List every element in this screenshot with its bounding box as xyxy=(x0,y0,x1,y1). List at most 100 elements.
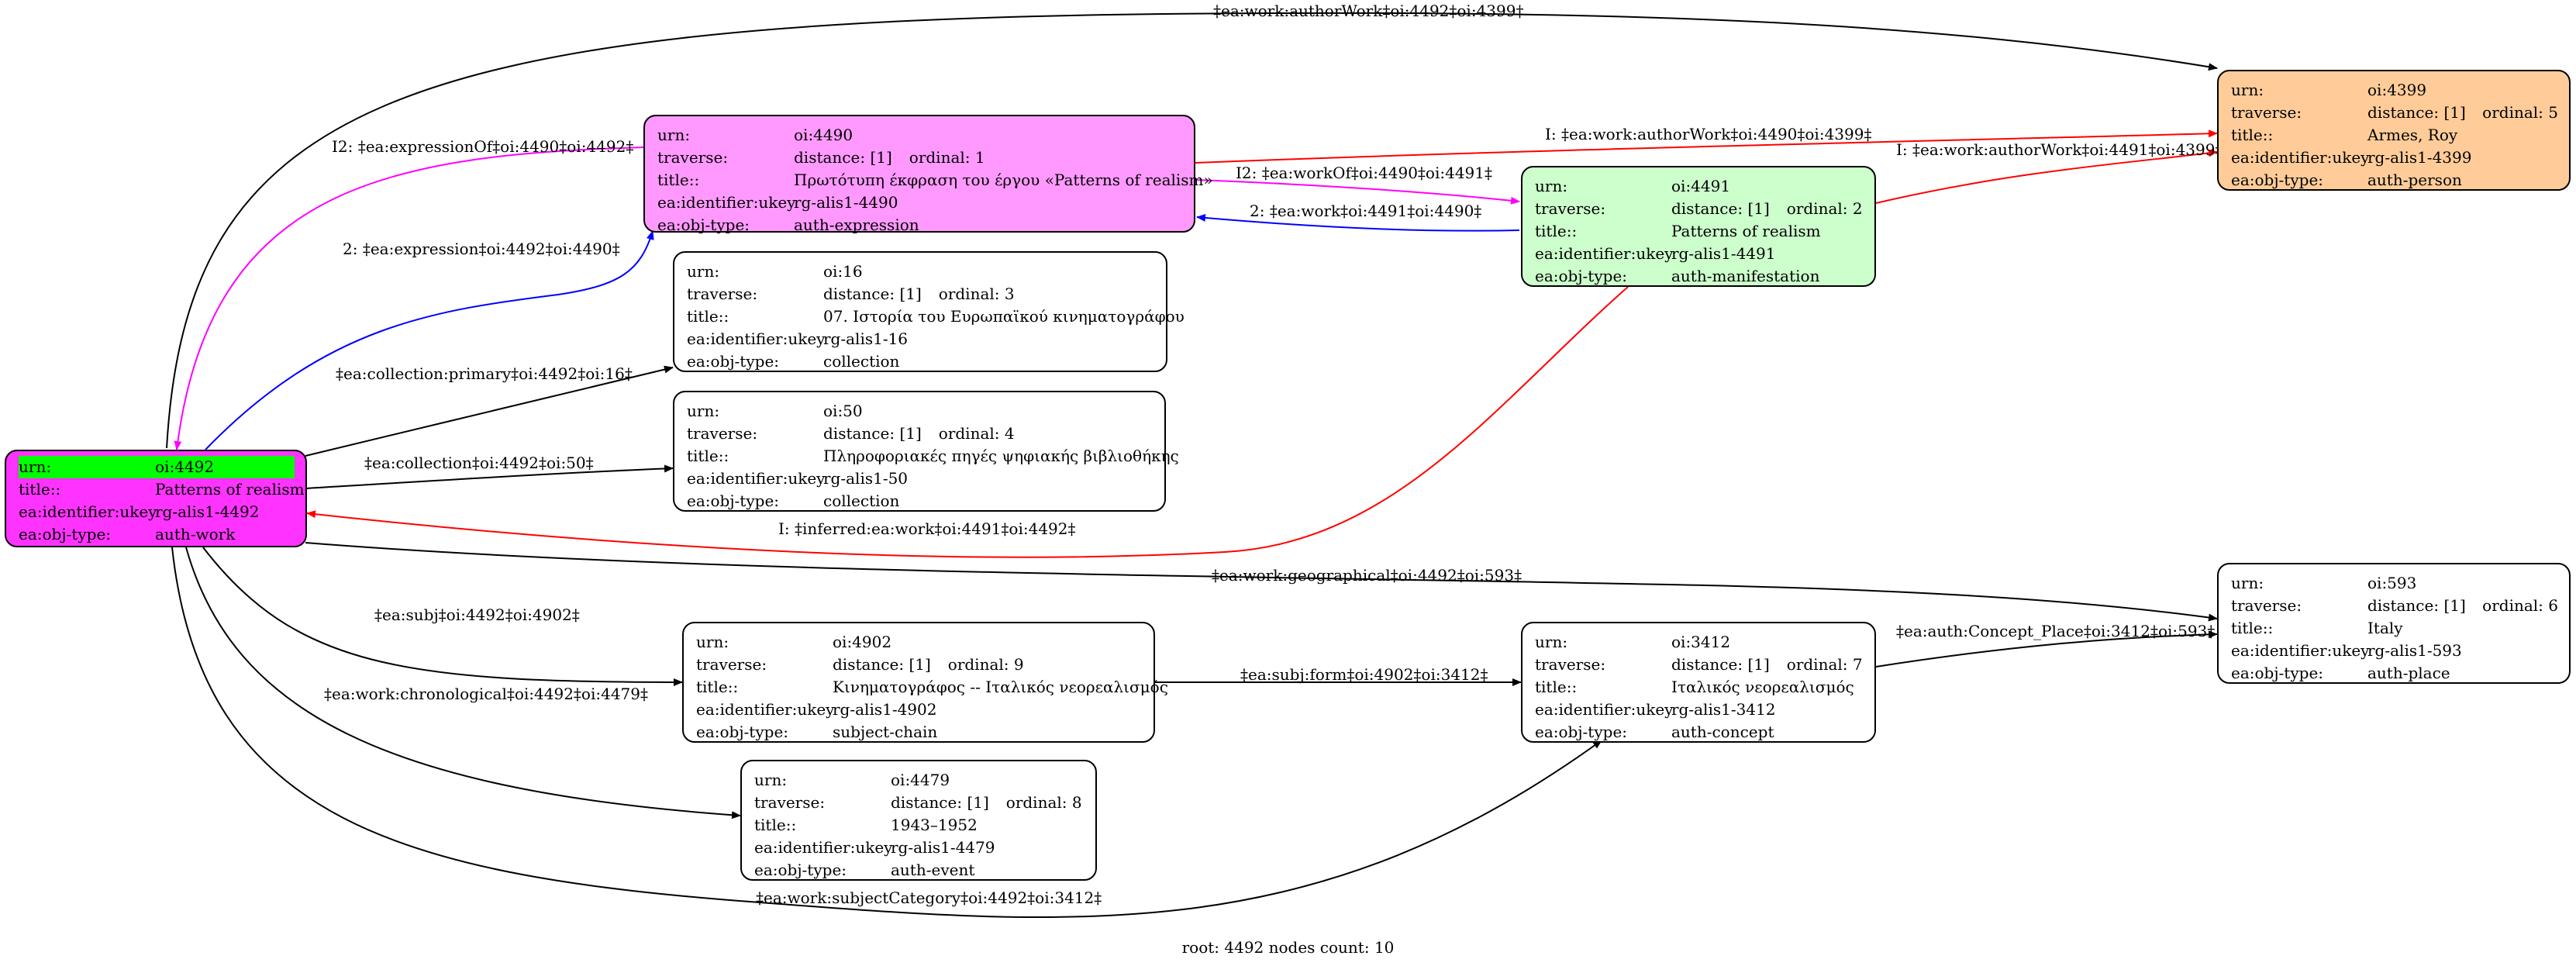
field-objtype-row: ea:obj-type:collection xyxy=(687,350,1155,373)
edge-expression-4492-4490 xyxy=(205,230,654,450)
field-value-distance: distance: [1] xyxy=(1671,199,1770,218)
node-oi-4479[interactable]: urn:oi:4479 traverse:distance: [1]ordina… xyxy=(740,760,1097,881)
field-value-title: Πληροφοριακές πηγές ψηφιακής βιβλιοθήκης xyxy=(823,447,1179,465)
field-label-urn: urn: xyxy=(19,456,155,478)
field-value-ukey: rg-alis1-16 xyxy=(823,329,909,348)
field-title-row: title::Ιταλικός νεορεαλισμός xyxy=(1535,676,1864,699)
field-value-objtype: subject-chain xyxy=(833,723,938,741)
field-traverse-row: traverse:distance: [1]ordinal: 7 xyxy=(1535,654,1864,676)
field-value-title: Ιταλικός νεορεαλισμός xyxy=(1671,678,1854,696)
field-value-objtype: auth-concept xyxy=(1671,723,1774,741)
field-label-urn: urn: xyxy=(687,402,720,420)
field-title-row: title::Κινηματογράφος -- Ιταλικός νεορεα… xyxy=(696,676,1168,699)
field-label-title: title:: xyxy=(19,480,61,499)
field-value-ukey: rg-alis1-4479 xyxy=(891,838,995,857)
field-title-row: title::07. Ιστορία του Ευρωπαϊκού κινημα… xyxy=(687,305,1185,328)
field-label-objtype: ea:obj-type: xyxy=(19,525,112,543)
field-value-ordinal: ordinal: 2 xyxy=(1786,199,1863,218)
field-label-ukey: ea:identifier:ukey xyxy=(687,329,826,348)
field-value-title: Armes, Roy xyxy=(2367,126,2458,144)
field-value-objtype: collection xyxy=(823,352,900,371)
node-oi-4492[interactable]: urn:oi:4492 title::Patterns of realism e… xyxy=(5,450,307,547)
field-label-title: title:: xyxy=(2231,619,2274,637)
field-urn-row: urn: oi:50 xyxy=(687,400,1154,423)
node-oi-4902[interactable]: urn:oi:4902 traverse:distance: [1]ordina… xyxy=(682,622,1168,743)
field-urn-row: urn:oi:4479 xyxy=(754,769,1085,792)
field-value-ukey: rg-alis1-4492 xyxy=(155,502,260,521)
field-value-title: Italy xyxy=(2367,619,2403,637)
field-urn-row: urn: oi:4490 xyxy=(657,124,1183,147)
node-oi-4399[interactable]: urn:oi:4399 traverse:distance: [1]ordina… xyxy=(2217,70,2571,191)
field-value-ordinal: ordinal: 6 xyxy=(2482,596,2558,615)
field-urn-row: urn:oi:4399 xyxy=(2231,79,2558,102)
field-value-ordinal: ordinal: 8 xyxy=(1005,793,1082,812)
field-value-objtype: auth-work xyxy=(155,525,236,543)
edge-authorwork-4492-4399 xyxy=(166,12,2218,449)
field-objtype-row: ea:obj-type:auth-expression xyxy=(657,214,1183,236)
field-value-distance: distance: [1] xyxy=(823,285,922,303)
field-title-row: title::Italy xyxy=(2231,617,2558,640)
field-label-title: title:: xyxy=(1535,222,1578,240)
field-label-urn: urn: xyxy=(696,633,729,651)
field-urn-row: urn:oi:4492 xyxy=(19,456,295,478)
node-oi-4491[interactable]: urn:oi:4491 traverse:distance: [1]ordina… xyxy=(1521,166,1876,287)
field-objtype-row: ea:obj-type:subject-chain xyxy=(696,721,1143,743)
field-label-ukey: ea:identifier:ukey xyxy=(19,502,157,521)
field-value-distance: distance: [1] xyxy=(794,148,892,167)
field-label-traverse: traverse: xyxy=(754,793,826,812)
field-value-distance: distance: [1] xyxy=(1671,655,1770,674)
node-oi-16[interactable]: urn:oi:16 traverse:distance: [1]ordinal:… xyxy=(673,251,1185,373)
edge-authorwork-4490-4399 xyxy=(1195,129,2218,164)
field-label-ukey: ea:identifier:ukey xyxy=(696,700,835,719)
node-oi-4490[interactable]: urn: oi:4490 traverse:distance: [1]ordina… xyxy=(643,115,1213,236)
edge-label-conceptplace-3412-593: ‡ea:auth:Concept_Place‡oi:3412‡oi:593‡ xyxy=(1896,622,2216,640)
field-traverse-row: traverse:distance: [1]ordinal: 1 xyxy=(657,147,1183,169)
field-label-urn: urn: xyxy=(657,126,691,144)
edge-label-subj-4492-4902: ‡ea:subj‡oi:4492‡oi:4902‡ xyxy=(374,605,580,624)
field-value-urn: oi:4479 xyxy=(891,771,950,789)
field-value-objtype: auth-expression xyxy=(794,216,919,234)
field-value-urn: oi:4492 xyxy=(155,456,295,478)
edge-label-authorwork-4492-4399: ‡ea:work:authorWork‡oi:4492‡oi:4399‡ xyxy=(1213,2,1524,20)
field-label-title: title:: xyxy=(687,307,729,326)
field-label-objtype: ea:obj-type: xyxy=(1535,267,1628,285)
field-traverse-row: traverse:distance: [1]ordinal: 4 xyxy=(687,423,1154,445)
field-objtype-row: ea:obj-type:collection xyxy=(687,490,1154,512)
field-label-title: title:: xyxy=(1535,678,1578,696)
field-value-urn: oi:3412 xyxy=(1671,633,1731,651)
field-value-ordinal: ordinal: 3 xyxy=(938,285,1015,303)
node-oi-593[interactable]: urn:oi:593 traverse:distance: [1]ordinal… xyxy=(2217,563,2571,684)
edge-inferred-4491-4492 xyxy=(306,286,1629,558)
field-urn-row: urn:oi:593 xyxy=(2231,572,2558,595)
field-label-ukey: ea:identifier:ukey xyxy=(2231,641,2370,660)
field-value-distance: distance: [1] xyxy=(2367,596,2466,615)
edge-label-collection-4492-50: ‡ea:collection‡oi:4492‡oi:50‡ xyxy=(364,454,594,472)
field-value-urn: oi:4490 xyxy=(794,126,853,144)
edge-subjectcategory-4492-3412 xyxy=(171,547,1602,919)
node-oi-3412[interactable]: urn:oi:3412 traverse:distance: [1]ordina… xyxy=(1521,622,1876,743)
edge-chronological-4492-4479 xyxy=(185,547,741,819)
field-label-urn: urn: xyxy=(1535,177,1568,195)
field-value-ukey: rg-alis1-593 xyxy=(2367,641,2462,660)
field-value-objtype: auth-event xyxy=(891,861,975,879)
field-title-row: title::1943–1952 xyxy=(754,814,1085,837)
field-value-objtype: auth-place xyxy=(2367,664,2450,682)
edge-label-inferred-4491-4492: I: ‡inferred:ea:work‡oi:4491‡oi:4492‡ xyxy=(778,519,1076,538)
field-value-urn: oi:50 xyxy=(823,402,863,420)
edge-expressionof-4490-4492 xyxy=(174,147,644,450)
field-value-title: Patterns of realism xyxy=(155,480,305,499)
edge-label-subjectcategory-4492-3412: ‡ea:work:subjectCategory‡oi:4492‡oi:3412… xyxy=(756,888,1102,907)
field-label-title: title:: xyxy=(696,678,739,696)
edge-subj-4492-4902 xyxy=(202,547,683,686)
field-objtype-row: ea:obj-type:auth-place xyxy=(2231,662,2558,685)
field-label-title: title:: xyxy=(2231,126,2274,144)
edge-workof-4490-4491 xyxy=(1195,179,1520,205)
field-label-urn: urn: xyxy=(687,262,720,281)
node-oi-50[interactable]: urn: oi:50 traverse:distance: [1]ordinal:… xyxy=(673,391,1179,512)
field-value-ukey: rg-alis1-4490 xyxy=(794,193,898,212)
